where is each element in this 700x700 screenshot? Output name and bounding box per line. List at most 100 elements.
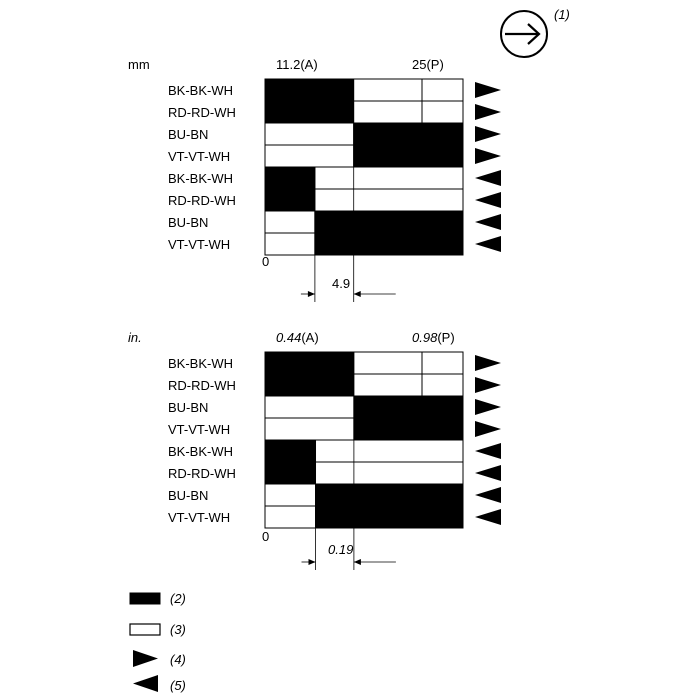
- open-segment: [264, 144, 355, 168]
- contact-row: RD-RD-WH: [168, 373, 501, 397]
- open-segment: [353, 78, 464, 102]
- closed-segment: [353, 144, 464, 168]
- closed-segment: [314, 210, 464, 234]
- contact-row: RD-RD-WH: [168, 188, 501, 212]
- arrow-right-icon: [133, 650, 158, 667]
- contact-row: RD-RD-WH: [168, 100, 501, 124]
- contact-row: BU-BN: [168, 210, 501, 234]
- legend-text: (4): [170, 652, 186, 667]
- legend-item-open: (3): [129, 622, 186, 637]
- contact-label: BU-BN: [168, 488, 208, 503]
- contact-row: BK-BK-WH: [168, 439, 501, 463]
- dimension-label: 0.19: [328, 542, 353, 557]
- closed-segment: [264, 351, 355, 375]
- a-position-suffix: (A): [301, 330, 318, 345]
- contact-row: BK-BK-WH: [168, 351, 501, 375]
- direction-ref: (1): [554, 7, 570, 22]
- p-position-label: 25(P): [412, 57, 444, 72]
- arrow-left-icon: [475, 465, 501, 481]
- closed-segment: [264, 188, 316, 212]
- open-segment: [353, 351, 464, 375]
- open-segment: [264, 417, 355, 441]
- unit-label: mm: [128, 57, 150, 72]
- arrow-left-icon: [475, 192, 501, 208]
- a-position-value: 0.44: [276, 330, 301, 345]
- closed-segment: [315, 483, 464, 507]
- contact-row: VT-VT-WH: [168, 417, 501, 441]
- dimension-marker: [300, 167, 396, 302]
- contact-label: BK-BK-WH: [168, 444, 233, 459]
- contact-label: RD-RD-WH: [168, 105, 236, 120]
- contact-row: VT-VT-WH: [168, 144, 501, 168]
- legend-item-forward: (4): [133, 650, 186, 667]
- open-segment: [264, 483, 317, 507]
- unit-label: in.: [128, 330, 142, 345]
- panel-mm: mm 11.2(A) 25(P) BK-BK-WHRD-RD-WHBU-BNVT…: [128, 57, 501, 302]
- legend-text: (5): [170, 678, 186, 693]
- arrow-left-icon: [133, 675, 158, 692]
- legend-item-closed: (2): [129, 591, 186, 606]
- contact-label: RD-RD-WH: [168, 378, 236, 393]
- open-segment: [314, 188, 464, 212]
- zero-label: 0: [262, 529, 269, 544]
- legend: (2) (3) (4) (5): [129, 591, 186, 693]
- arrow-right-icon: [475, 148, 501, 164]
- closed-segment: [264, 78, 355, 102]
- open-segment: [264, 210, 316, 234]
- arrow-left-icon: [475, 214, 501, 230]
- contact-row: VT-VT-WH: [168, 505, 501, 529]
- legend-text: (2): [170, 591, 186, 606]
- open-segment: [315, 461, 464, 485]
- dimension-arrow-icon: [308, 559, 316, 565]
- closed-segment: [264, 461, 317, 485]
- a-position-label: 11.2(A): [276, 57, 318, 72]
- arrow-right-icon: [475, 82, 501, 98]
- contact-label: VT-VT-WH: [168, 237, 230, 252]
- panel-inch: in. 0.44(A) 0.98(P) BK-BK-WH RD-RD-WH BU-B…: [128, 330, 501, 570]
- contact-row: BU-BN: [168, 122, 501, 146]
- contact-row: VT-VT-WH: [168, 232, 501, 256]
- closed-segment: [264, 439, 317, 463]
- dimension-marker: [301, 440, 396, 570]
- closed-segment: [353, 417, 464, 441]
- arrow-right-icon: [475, 377, 501, 393]
- contact-label: RD-RD-WH: [168, 466, 236, 481]
- contact-label: VT-VT-WH: [168, 149, 230, 164]
- dimension-arrow-icon: [353, 559, 361, 565]
- closed-segment: [264, 166, 316, 190]
- arrow-left-icon: [475, 509, 501, 525]
- arrow-left-icon: [475, 170, 501, 186]
- contact-row: BU-BN: [168, 395, 501, 419]
- dimension-arrow-icon: [307, 291, 315, 297]
- open-contact-swatch: [129, 623, 161, 636]
- closed-segment: [264, 373, 355, 397]
- closed-segment: [314, 232, 464, 256]
- open-segment: [353, 100, 464, 124]
- p-position-label: 0.98(P): [412, 330, 455, 345]
- p-position-suffix: (P): [437, 330, 454, 345]
- contact-label: BK-BK-WH: [168, 83, 233, 98]
- open-segment: [264, 505, 317, 529]
- open-segment: [314, 166, 464, 190]
- contact-row: BK-BK-WH: [168, 166, 501, 190]
- closed-segment: [315, 505, 464, 529]
- open-segment: [264, 122, 355, 146]
- contact-label: VT-VT-WH: [168, 510, 230, 525]
- legend-item-reverse: (5): [133, 675, 186, 693]
- arrow-right-circle-icon: [500, 10, 548, 58]
- arrow-right-icon: [475, 399, 501, 415]
- open-segment: [264, 395, 355, 419]
- closed-segment: [264, 100, 355, 124]
- zero-label: 0: [262, 254, 269, 269]
- contact-rows: BK-BK-WHRD-RD-WHBU-BNVT-VT-WHBK-BK-WHRD-…: [168, 351, 501, 529]
- arrow-right-icon: [475, 126, 501, 142]
- arrow-left-icon: [475, 236, 501, 252]
- contact-label: BK-BK-WH: [168, 171, 233, 186]
- arrow-right-icon: [475, 104, 501, 120]
- arrow-left-icon: [475, 443, 501, 459]
- closed-contact-swatch: [129, 592, 161, 605]
- dimension-arrow-icon: [353, 291, 361, 297]
- contact-row: RD-RD-WH: [168, 461, 501, 485]
- closed-segment: [353, 122, 464, 146]
